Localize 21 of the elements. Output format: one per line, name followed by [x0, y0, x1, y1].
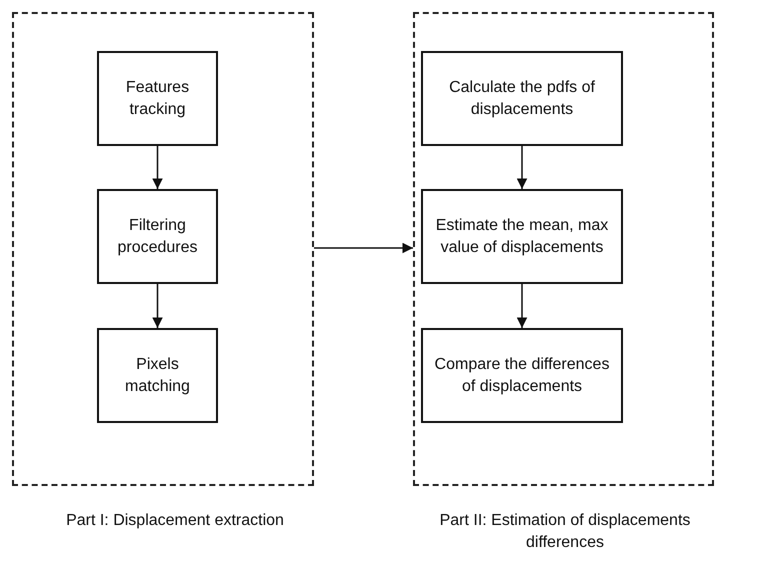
box-text: Calculate the pdfs of displacements [448, 78, 596, 120]
box-text: Compare the differences of displacements [434, 354, 610, 396]
arrow [152, 146, 163, 189]
box-text: Features tracking [124, 78, 190, 120]
process-box [421, 51, 623, 146]
process-box [97, 189, 218, 284]
node-label: Part I: Displacement extraction [65, 511, 285, 531]
box-text: Estimate the mean, max value of displacements [434, 216, 610, 258]
arrow [516, 146, 528, 189]
process-box [421, 328, 623, 423]
arrow [516, 284, 528, 328]
box-text: Pixels matching [124, 354, 191, 396]
dashed-group-box [413, 12, 714, 486]
node-label: Part II: Estimation of displacements differences [438, 511, 692, 554]
box-text: Filtering procedures [116, 216, 199, 258]
arrow [314, 242, 413, 254]
process-box [421, 189, 623, 284]
process-box [97, 51, 218, 146]
arrow [152, 284, 163, 328]
dashed-group-box [12, 12, 314, 486]
process-box [97, 328, 218, 423]
